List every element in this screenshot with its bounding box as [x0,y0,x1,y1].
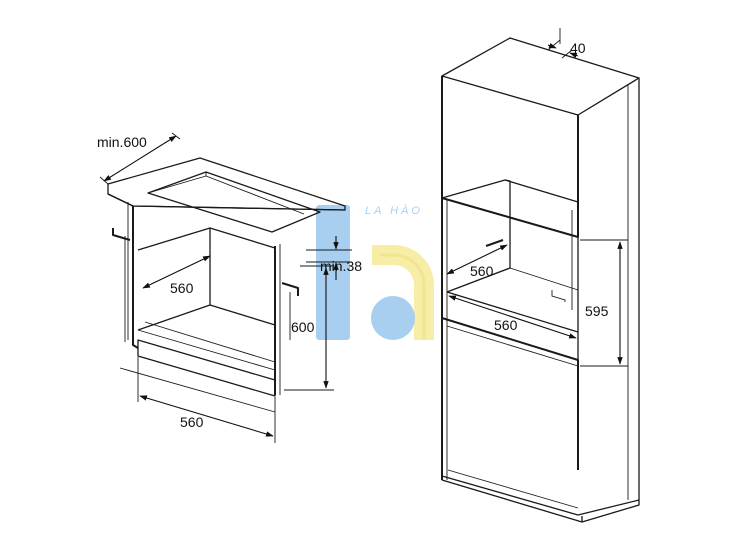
built-in-cabinet-under-counter [107,157,346,413]
dim-min-width-600: min.600 [97,132,181,185]
label-top-vent: 40 [570,40,586,56]
label-niche-depth: 560 [170,280,194,296]
tall-column-cabinet [441,37,640,523]
label-niche-height: 600 [291,319,315,335]
dim-niche-width-560-right: 560 [448,295,577,339]
label-niche-depth-right: 560 [470,263,494,279]
label-niche-height-right: 595 [585,303,609,319]
dim-niche-depth-560-right: 560 [446,244,508,279]
dim-niche-height-595: 595 [580,239,628,367]
watermark-text: LA HÀO [365,204,423,217]
dim-top-vent-40: 40 [547,28,586,59]
label-min-width: min.600 [97,134,147,150]
dim-niche-height-600: 600 [284,265,334,391]
label-niche-width-right: 560 [494,317,518,333]
dim-min-gap-38: min.38 [306,236,362,280]
label-niche-width: 560 [180,414,204,430]
label-min-gap: min.38 [320,258,362,274]
dim-niche-width-560: 560 [137,357,276,443]
dim-niche-depth-560: 560 [142,255,211,296]
